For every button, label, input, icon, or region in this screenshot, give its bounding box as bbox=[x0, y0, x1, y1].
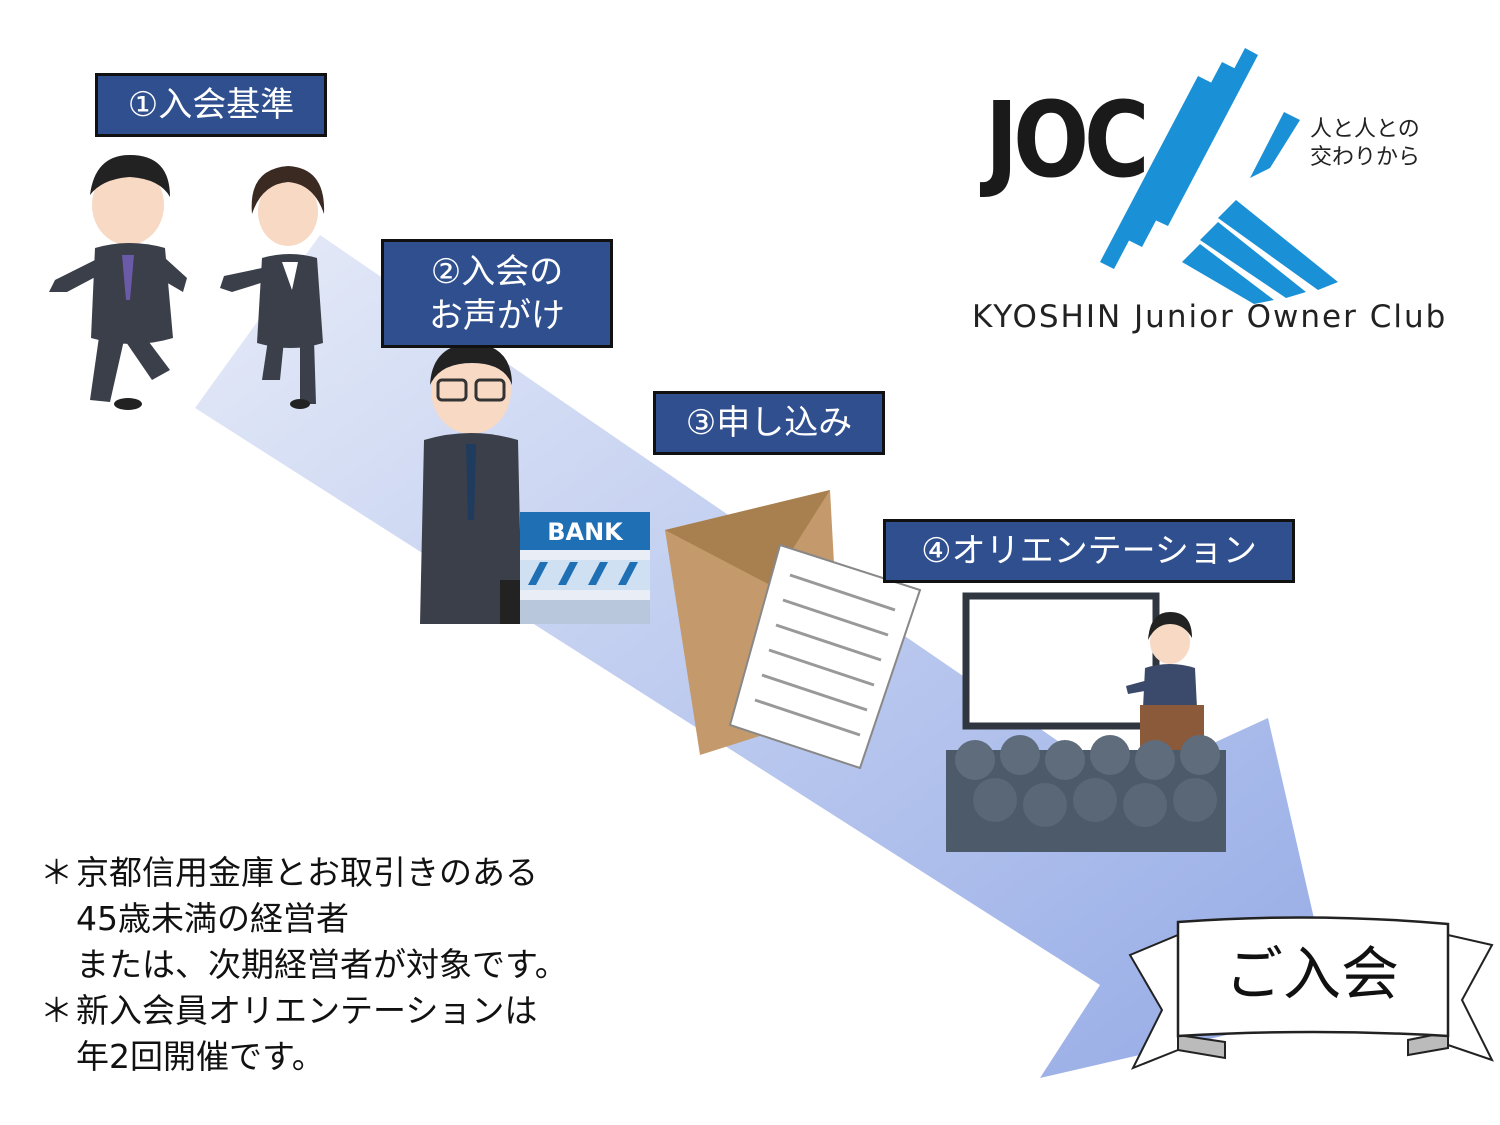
running-man-icon bbox=[49, 155, 187, 410]
note-line: 年2回開催です。 bbox=[76, 1037, 325, 1076]
goal-label: ご入会 bbox=[1224, 940, 1399, 1008]
bank-building-icon: BANK bbox=[520, 512, 650, 624]
logo-tagline-line-1: 人と人との bbox=[1310, 117, 1420, 142]
notes: ＊ 京都信用金庫とお取引きのある 45歳未満の経営者 または、次期経営者が対象で… bbox=[40, 850, 660, 1080]
step-label-entry-criteria: ①入会基準 bbox=[95, 73, 327, 137]
logo-abbreviation: JOC bbox=[985, 79, 1150, 201]
logo-tagline-line-2: 交わりから bbox=[1310, 145, 1421, 170]
note-mark: ＊ bbox=[40, 853, 73, 892]
note-mark: ＊ bbox=[40, 991, 73, 1030]
logo-tagline: 人と人との 交わりから bbox=[1310, 116, 1420, 172]
bank-sign-text: BANK bbox=[547, 518, 624, 546]
running-woman-icon bbox=[220, 166, 325, 409]
banker-icon bbox=[420, 343, 522, 624]
step-label-invitation-line-1: ②入会の bbox=[430, 252, 564, 292]
goal-banner bbox=[1128, 916, 1494, 1070]
note-line: 45歳未満の経営者 bbox=[76, 899, 349, 938]
note-eligibility: ＊ 京都信用金庫とお取引きのある 45歳未満の経営者 または、次期経営者が対象で… bbox=[40, 850, 660, 988]
note-line: 新入会員オリエンテーションは bbox=[76, 991, 538, 1030]
joc-logo-mark-icon bbox=[1100, 48, 1338, 304]
logo-full-name: KYOSHIN Junior Owner Club bbox=[972, 299, 1448, 335]
step-label-application: ③申し込み bbox=[653, 391, 885, 455]
note-orientation-schedule: ＊ 新入会員オリエンテーションは 年2回開催です。 bbox=[40, 988, 660, 1080]
step-label-invitation-line-2: お声がけ bbox=[429, 296, 565, 336]
note-line: または、次期経営者が対象です。 bbox=[76, 945, 568, 984]
envelope-document-icon bbox=[665, 490, 922, 770]
step-label-orientation: ④オリエンテーション bbox=[883, 519, 1295, 583]
note-line: 京都信用金庫とお取引きのある bbox=[76, 853, 538, 892]
presentation-scene-icon bbox=[946, 592, 1226, 852]
step-label-invitation: ②入会の お声がけ bbox=[381, 239, 613, 348]
